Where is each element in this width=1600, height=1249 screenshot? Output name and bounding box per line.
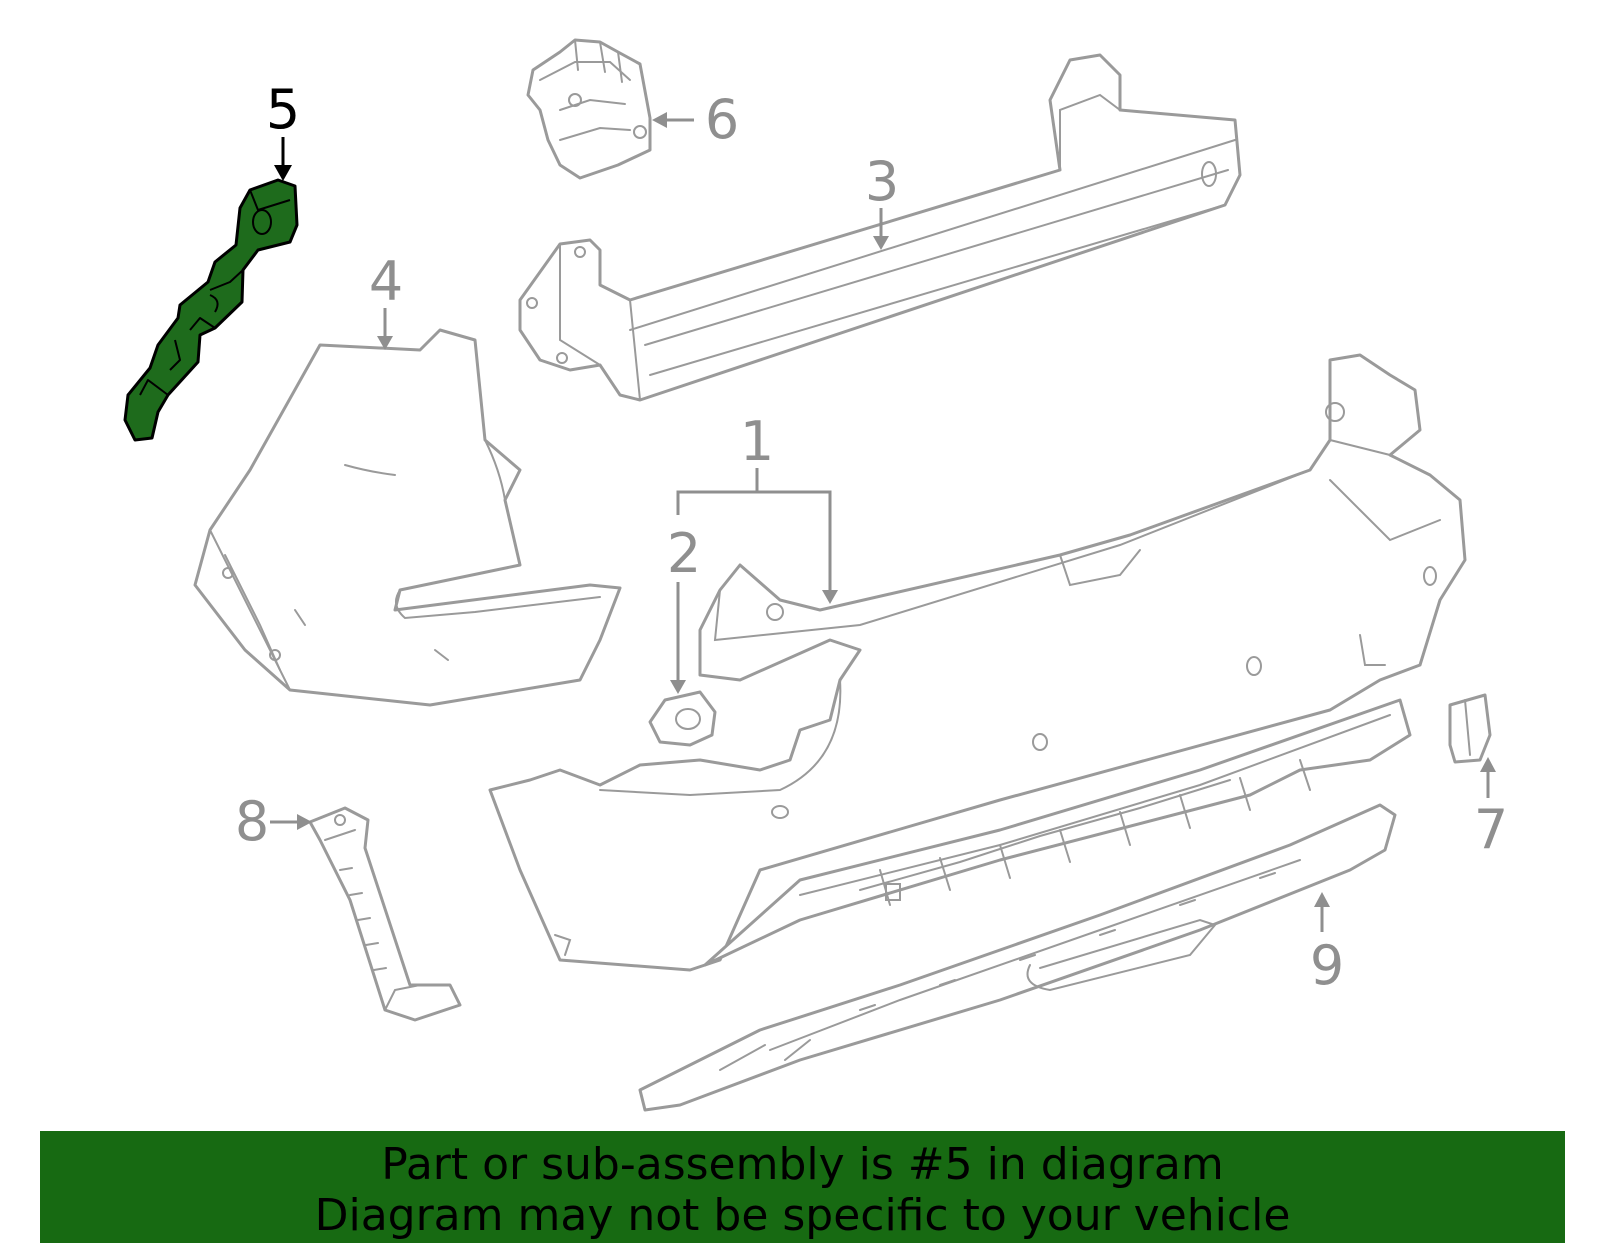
part-6-bracket[interactable] [526, 38, 652, 180]
part-1-bumper-cover[interactable] [488, 353, 1467, 972]
arrowhead-9 [1314, 892, 1330, 907]
callout-number-8: 8 [235, 790, 269, 853]
leader-line-1-bracket [676, 490, 832, 592]
callout-number-1: 1 [740, 410, 774, 473]
part-2-bracket[interactable] [648, 690, 717, 747]
banner-line-disclaimer: Diagram may not be specific to your vehi… [314, 1190, 1291, 1241]
arrowhead-4 [377, 336, 393, 350]
callout-4: 4 [369, 250, 403, 350]
info-banner: Part or sub-assembly is #5 in diagram Di… [40, 1131, 1565, 1243]
arrowhead-5 [274, 165, 292, 181]
arrowhead-3 [873, 236, 889, 250]
callout-2: 2 [667, 522, 701, 694]
callout-5: 5 [266, 78, 300, 181]
part-9-lower-trim[interactable] [638, 803, 1397, 1112]
callout-number-6: 6 [705, 88, 739, 151]
callout-number-2: 2 [667, 522, 701, 585]
callout-6: 6 [652, 88, 739, 151]
callout-1: 1 [676, 410, 838, 604]
part-7-clip[interactable] [1448, 693, 1492, 764]
callout-8: 8 [235, 790, 312, 853]
arrowhead-1 [822, 590, 838, 604]
callout-3: 3 [865, 150, 899, 250]
arrowhead-7 [1480, 757, 1496, 772]
callout-9: 9 [1310, 892, 1344, 997]
callout-number-7: 7 [1474, 798, 1508, 861]
part-5-bracket-highlighted[interactable] [123, 178, 299, 442]
part-8-bracket[interactable] [308, 806, 462, 1022]
callout-number-5: 5 [266, 78, 300, 141]
arrowhead-2 [670, 680, 686, 694]
part-4-side-cover[interactable] [193, 328, 622, 707]
callout-number-4: 4 [369, 250, 403, 313]
arrowhead-6 [652, 112, 667, 128]
callout-7: 7 [1474, 757, 1508, 861]
arrowhead-8 [297, 814, 312, 830]
part-diffuser [703, 698, 1412, 967]
callout-number-9: 9 [1310, 934, 1344, 997]
callout-number-3: 3 [865, 150, 899, 213]
banner-line-part-number: Part or sub-assembly is #5 in diagram [381, 1139, 1224, 1190]
